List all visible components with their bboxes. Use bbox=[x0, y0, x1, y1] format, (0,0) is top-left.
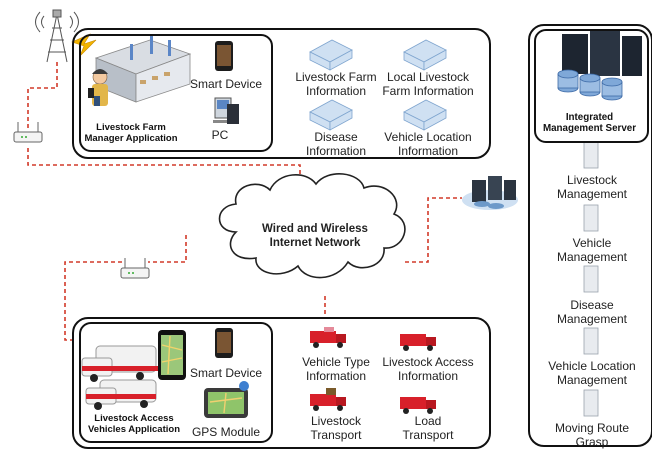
gps-module-icon bbox=[204, 381, 249, 418]
server-module-4-line2: Management bbox=[556, 373, 628, 387]
server-module-3-line2: Management bbox=[556, 312, 628, 326]
farm-app-subpanel bbox=[79, 34, 273, 152]
farm-info-4: Vehicle Location Information bbox=[378, 130, 478, 158]
farm-info-2-line2: Farm Information bbox=[382, 84, 474, 98]
map-tablet-icon bbox=[158, 330, 186, 380]
vehicle-app-subpanel bbox=[79, 322, 273, 443]
farm-info-2-line1: Local Livestock bbox=[386, 70, 470, 84]
server-module-2-line2: Management bbox=[556, 250, 628, 264]
vehicle-info-3: Livestock Transport bbox=[290, 414, 382, 442]
vehicle-info-1-line1: Vehicle Type bbox=[302, 355, 370, 369]
server-title-line2: Management Server bbox=[542, 123, 637, 134]
cloud-server-icon bbox=[462, 176, 518, 210]
server-module-4-line1: Vehicle Location bbox=[548, 359, 636, 373]
building-icon bbox=[309, 39, 447, 131]
vehicle-app-label: Livestock Access Vehicles Application bbox=[82, 413, 186, 435]
server-module-1: Livestock Management bbox=[536, 173, 648, 201]
truck-icons bbox=[310, 327, 436, 414]
internet-cloud-icon bbox=[218, 173, 406, 279]
server-module-5-line2: Grasp bbox=[575, 435, 609, 449]
network-label: Wired and Wireless Internet Network bbox=[250, 222, 380, 250]
farm-info-1-line1: Livestock Farm bbox=[295, 70, 377, 84]
vehicle-info-2-line1: Livestock Access bbox=[382, 355, 474, 369]
farm-info-1: Livestock Farm Information bbox=[290, 70, 382, 98]
server-module-3-line1: Disease bbox=[570, 298, 614, 312]
vehicle-info-2-line2: Information bbox=[397, 369, 459, 383]
farm-panel bbox=[72, 28, 491, 159]
server-title-box bbox=[534, 29, 649, 143]
pc-label: PC bbox=[211, 128, 229, 142]
vehicle-info-1-line2: Information bbox=[305, 369, 367, 383]
smart-device-icon-vehicle bbox=[215, 328, 233, 358]
vehicle-app-label-line2: Vehicles Application bbox=[87, 424, 181, 435]
network-links bbox=[27, 62, 462, 341]
farm-barn-icon bbox=[94, 36, 192, 103]
smart-device-icon-farm bbox=[215, 41, 233, 71]
network-label-line2: Internet Network bbox=[269, 237, 361, 249]
server-module-5: Moving Route Grasp bbox=[536, 421, 648, 449]
server-module-2-line1: Vehicle bbox=[572, 236, 612, 250]
server-module-3: Disease Management bbox=[536, 298, 648, 326]
vehicle-info-2: Livestock Access Information bbox=[372, 355, 484, 383]
farm-info-3-line1: Disease bbox=[314, 130, 358, 144]
farm-info-3-line2: Information bbox=[305, 144, 367, 158]
antenna-tower-icon bbox=[35, 9, 79, 63]
farm-info-3: Disease Information bbox=[290, 130, 382, 158]
gps-module-label: GPS Module bbox=[191, 425, 261, 439]
vehicle-panel bbox=[72, 317, 491, 449]
pc-icon bbox=[213, 97, 239, 124]
network-label-line1: Wired and Wireless bbox=[262, 223, 368, 235]
farm-app-label-line1: Livestock Farm bbox=[96, 122, 166, 133]
router-icon-top bbox=[13, 122, 43, 143]
access-vehicle-icon bbox=[81, 345, 158, 410]
vehicle-smart-device-label: Smart Device bbox=[189, 366, 263, 380]
vehicle-info-4-line2: Transport bbox=[402, 428, 454, 442]
farm-info-2: Local Livestock Farm Information bbox=[378, 70, 478, 98]
server-module-2: Vehicle Management bbox=[536, 236, 648, 264]
server-module-1-line1: Livestock bbox=[566, 173, 618, 187]
server-module-4: Vehicle Location Management bbox=[536, 359, 648, 387]
vehicle-info-1: Vehicle Type Information bbox=[290, 355, 382, 383]
farmer-icon bbox=[88, 69, 108, 106]
integrated-server-icon bbox=[557, 30, 642, 101]
server-module-1-line2: Management bbox=[556, 187, 628, 201]
vehicle-info-3-line2: Transport bbox=[310, 428, 362, 442]
farm-info-4-line1: Vehicle Location bbox=[384, 130, 472, 144]
farm-smart-device-label: Smart Device bbox=[189, 77, 263, 91]
farm-info-4-line2: Information bbox=[397, 144, 459, 158]
server-module-5-line1: Moving Route bbox=[554, 421, 630, 435]
vehicle-info-4: Load Transport bbox=[372, 414, 484, 442]
vehicle-info-4-line1: Load bbox=[414, 414, 442, 428]
farm-app-label: Livestock Farm Manager Application bbox=[82, 122, 180, 144]
server-title: Integrated Management Server bbox=[534, 112, 645, 134]
router-icon-middle bbox=[120, 258, 150, 279]
farm-info-1-line2: Information bbox=[305, 84, 367, 98]
vehicle-info-3-line1: Livestock bbox=[310, 414, 362, 428]
server-module-icons bbox=[583, 141, 599, 417]
farm-app-label-line2: Manager Application bbox=[84, 133, 178, 144]
vehicle-app-label-line1: Livestock Access bbox=[94, 413, 174, 424]
server-title-line1: Integrated bbox=[565, 112, 614, 123]
